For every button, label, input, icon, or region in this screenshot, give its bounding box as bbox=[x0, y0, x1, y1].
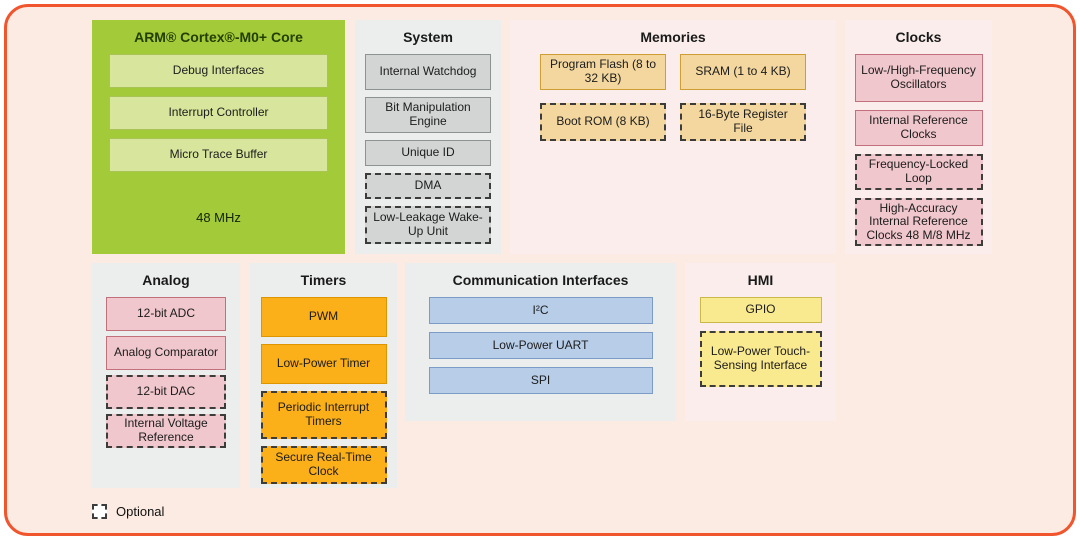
block-register-file: 16-Byte Register File bbox=[680, 103, 806, 141]
block-debug-interfaces: Debug Interfaces bbox=[109, 54, 328, 88]
panel-system: System Internal Watchdog Bit Manipulatio… bbox=[355, 20, 501, 254]
block-boot-rom: Boot ROM (8 KB) bbox=[540, 103, 666, 141]
panel-title-communication-interfaces: Communication Interfaces bbox=[452, 272, 629, 288]
panel-analog: Analog 12-bit ADC Analog Comparator 12-b… bbox=[92, 263, 240, 488]
block-12-bit-adc: 12-bit ADC bbox=[106, 297, 226, 331]
block-frequency-locked-loop: Frequency-Locked Loop bbox=[854, 154, 983, 190]
communication-items: I²C Low-Power UART SPI bbox=[405, 297, 676, 394]
block-unique-id: Unique ID bbox=[365, 140, 491, 166]
block-i2c: I²C bbox=[428, 297, 653, 324]
legend-optional-label: Optional bbox=[116, 504, 165, 519]
panel-title-core: ARM® Cortex®-M0+ Core bbox=[134, 29, 303, 45]
panel-communication-interfaces: Communication Interfaces I²C Low-Power U… bbox=[405, 263, 676, 421]
block-12-bit-dac: 12-bit DAC bbox=[106, 375, 226, 409]
block-secure-real-time-clock: Secure Real-Time Clock bbox=[260, 446, 387, 484]
panel-title-clocks: Clocks bbox=[895, 29, 942, 45]
diagram-frame: ARM® Cortex®-M0+ Core Debug Interfaces I… bbox=[4, 4, 1076, 536]
panel-title-analog: Analog bbox=[142, 272, 190, 288]
block-pwm: PWM bbox=[260, 297, 387, 337]
core-items: Debug Interfaces Interrupt Controller Mi… bbox=[92, 54, 345, 172]
panel-title-memories: Memories bbox=[640, 29, 706, 45]
block-analog-comparator: Analog Comparator bbox=[106, 336, 226, 370]
panel-clocks: Clocks Low-/High-Frequency Oscillators I… bbox=[845, 20, 992, 254]
legend: Optional bbox=[92, 504, 164, 519]
block-dma: DMA bbox=[365, 173, 491, 199]
block-program-flash: Program Flash (8 to 32 KB) bbox=[540, 54, 666, 90]
panel-memories: Memories Program Flash (8 to 32 KB) SRAM… bbox=[510, 20, 836, 254]
block-low-power-touch-sensing-interface: Low-Power Touch-Sensing Interface bbox=[699, 331, 822, 387]
block-spi: SPI bbox=[428, 367, 653, 394]
panel-timers: Timers PWM Low-Power Timer Periodic Inte… bbox=[250, 263, 397, 488]
panel-hmi: HMI GPIO Low-Power Touch-Sensing Interfa… bbox=[685, 263, 836, 421]
block-high-accuracy-internal-reference-clocks: High-Accuracy Internal Reference Clocks … bbox=[854, 198, 983, 246]
clocks-items: Low-/High-Frequency Oscillators Internal… bbox=[845, 54, 992, 246]
system-items: Internal Watchdog Bit Manipulation Engin… bbox=[355, 54, 501, 244]
analog-items: 12-bit ADC Analog Comparator 12-bit DAC … bbox=[92, 297, 240, 448]
memories-items: Program Flash (8 to 32 KB) SRAM (1 to 4 … bbox=[510, 45, 836, 141]
optional-dashed-icon bbox=[92, 504, 107, 519]
panel-title-system: System bbox=[403, 29, 453, 45]
block-internal-watchdog: Internal Watchdog bbox=[365, 54, 491, 90]
panel-core: ARM® Cortex®-M0+ Core Debug Interfaces I… bbox=[92, 20, 345, 254]
core-frequency-label: 48 MHz bbox=[196, 210, 241, 225]
block-gpio: GPIO bbox=[699, 297, 822, 323]
timers-items: PWM Low-Power Timer Periodic Interrupt T… bbox=[250, 297, 397, 484]
block-bit-manipulation-engine: Bit Manipulation Engine bbox=[365, 97, 491, 133]
block-internal-reference-clocks: Internal Reference Clocks bbox=[854, 110, 983, 146]
block-low-high-frequency-oscillators: Low-/High-Frequency Oscillators bbox=[854, 54, 983, 102]
block-low-leakage-wake-up-unit: Low-Leakage Wake-Up Unit bbox=[365, 206, 491, 244]
block-periodic-interrupt-timers: Periodic Interrupt Timers bbox=[260, 391, 387, 439]
block-interrupt-controller: Interrupt Controller bbox=[109, 96, 328, 130]
panel-title-timers: Timers bbox=[300, 272, 347, 288]
block-low-power-uart: Low-Power UART bbox=[428, 332, 653, 359]
block-internal-voltage-reference: Internal Voltage Reference bbox=[106, 414, 226, 448]
block-micro-trace-buffer: Micro Trace Buffer bbox=[109, 138, 328, 172]
block-sram: SRAM (1 to 4 KB) bbox=[680, 54, 806, 90]
hmi-items: GPIO Low-Power Touch-Sensing Interface bbox=[685, 297, 836, 387]
panel-title-hmi: HMI bbox=[747, 272, 774, 288]
block-low-power-timer: Low-Power Timer bbox=[260, 344, 387, 384]
